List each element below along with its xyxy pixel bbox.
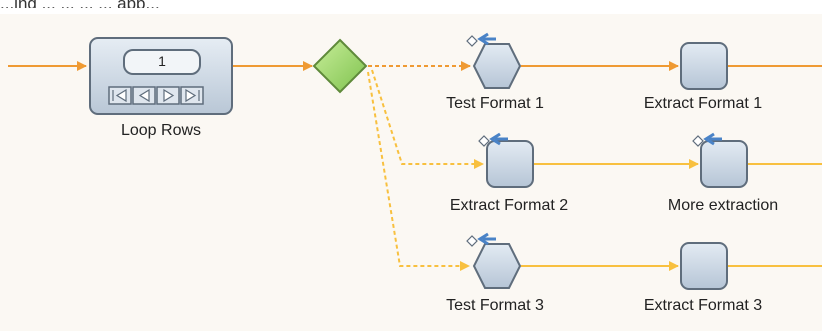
try-catch-icon <box>478 132 508 147</box>
test-format-1-label: Test Format 1 <box>446 95 544 112</box>
first-icon <box>112 88 127 103</box>
try-catch-icon <box>692 132 722 147</box>
test-format-3-step[interactable] <box>472 243 522 289</box>
top-partial-text: ...ing ... ... ... ... app... <box>0 0 822 8</box>
extract-format-2-label: Extract Format 2 <box>449 197 569 214</box>
next-icon <box>163 88 175 103</box>
loop-rows-label: Loop Rows <box>120 122 202 139</box>
more-extraction-label: More extraction <box>667 197 779 214</box>
connector-branch-2 <box>371 69 484 169</box>
extract-format-1-step[interactable] <box>680 42 728 90</box>
branch-diamond <box>312 38 368 94</box>
previous-icon <box>138 88 150 103</box>
try-catch-icon <box>466 232 496 247</box>
connector-branch-3 <box>367 71 470 271</box>
more-extraction-step[interactable] <box>700 140 748 188</box>
test-format-1-step[interactable] <box>472 43 522 89</box>
extract-format-2-step[interactable] <box>486 140 534 188</box>
loop-counter: 1 <box>158 53 166 69</box>
extract-format-1-label: Extract Format 1 <box>643 95 763 112</box>
last-icon <box>185 88 200 103</box>
loop-rows-step[interactable] <box>89 37 233 115</box>
top-partial-header: ...ing ... ... ... ... app... <box>0 0 822 14</box>
try-catch-icon <box>466 32 496 47</box>
extract-format-3-step[interactable] <box>680 242 728 290</box>
test-format-3-label: Test Format 3 <box>446 297 544 314</box>
extract-format-3-label: Extract Format 3 <box>643 297 763 314</box>
loop-nav-buttons <box>108 86 204 105</box>
